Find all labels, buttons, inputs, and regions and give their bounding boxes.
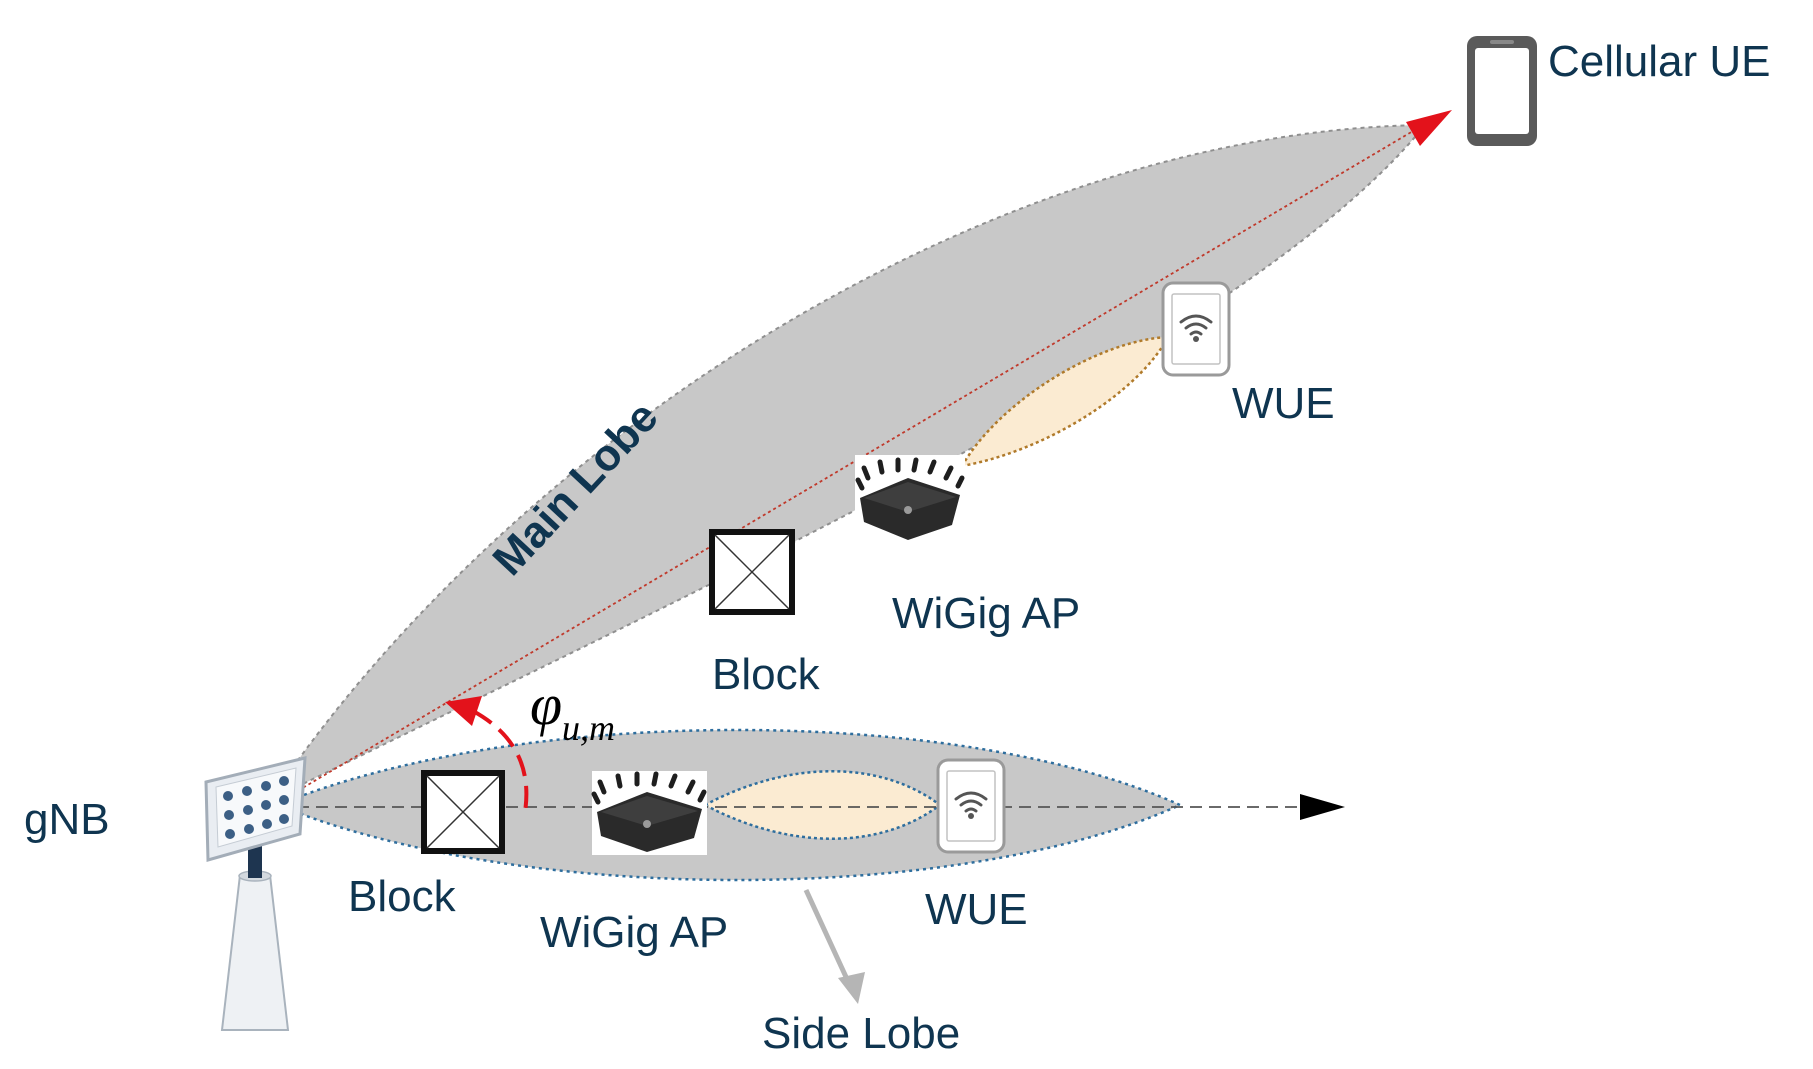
angle-arc-arrowhead [445, 696, 482, 726]
angle-arc [472, 709, 529, 813]
block-main-blockage-icon [709, 529, 795, 615]
side-lobe-pointer [803, 888, 855, 992]
wigig-ap-main-router-icon [855, 455, 965, 548]
wigig-ap-main-label: WiGig AP [892, 589, 1080, 638]
main-lobe-beam [267, 123, 1428, 803]
reference-axis-arrowhead [1300, 794, 1345, 820]
angle-subscript: u,m [562, 708, 615, 748]
wigig-ap-side-label: WiGig AP [540, 908, 728, 957]
wue-side-label: WUE [925, 885, 1028, 934]
main-lobe-ray [261, 117, 1436, 813]
angle-symbol: φ [530, 672, 562, 737]
cellular-ue-label: Cellular UE [1548, 37, 1771, 86]
wifi-icon [1179, 314, 1213, 336]
main-ray-arrowhead [1406, 110, 1452, 146]
base-station-icon [204, 756, 307, 1031]
wigig-link-main [959, 335, 1171, 468]
gnb-label: gNB [24, 795, 110, 844]
wigig-ap-side-router-icon [591, 771, 707, 855]
wue-main-phone-icon [1161, 281, 1231, 377]
cellular-ue-phone-icon [1467, 36, 1537, 146]
wue-main-label: WUE [1232, 379, 1335, 428]
wifi-icon [954, 791, 988, 813]
block-side-label: Block [348, 872, 457, 921]
side-lobe-label: Side Lobe [762, 1009, 960, 1058]
block-side-blockage-icon [421, 770, 505, 854]
block-main-label: Block [712, 650, 821, 699]
wue-side-phone-icon [936, 758, 1006, 854]
angle-label: φ u,m [530, 672, 615, 748]
side-lobe-pointer-arrowhead [838, 972, 865, 1004]
